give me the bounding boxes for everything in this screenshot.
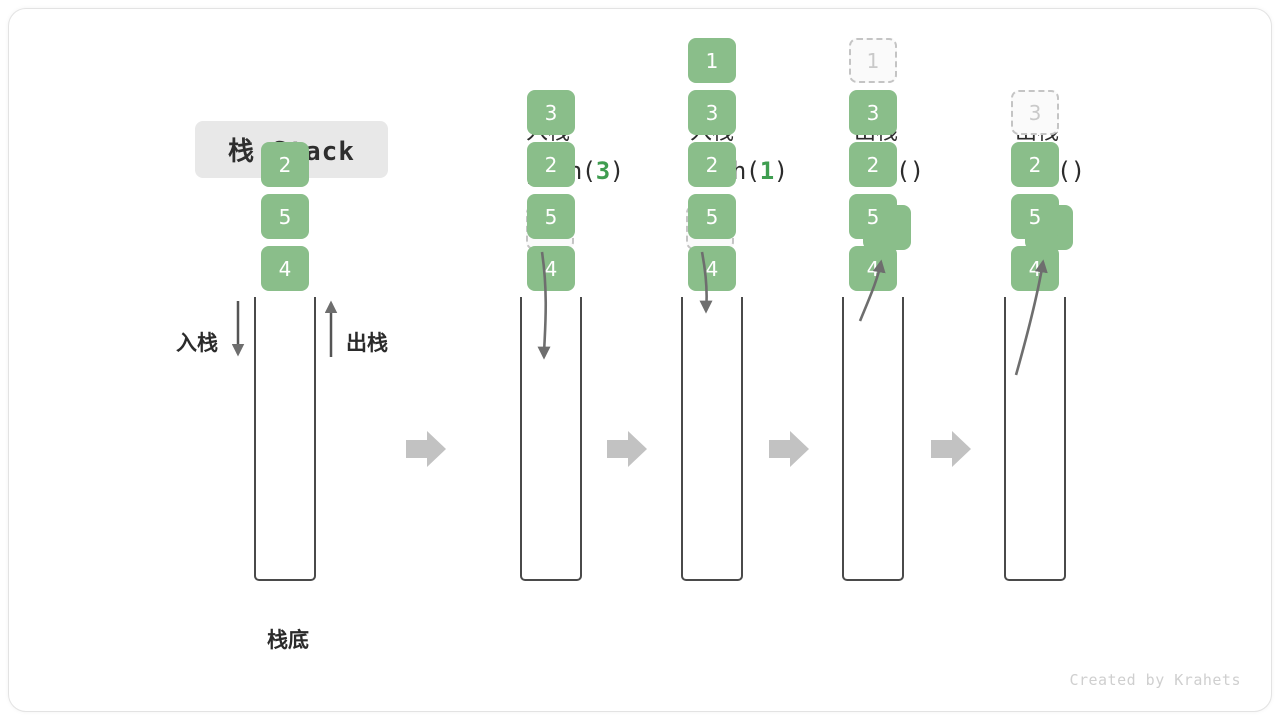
- code-arg: 1: [759, 157, 774, 185]
- label-stack-bottom: 栈底: [267, 628, 309, 652]
- stack-cell: 4: [527, 246, 575, 291]
- stage-connector-icon: [769, 431, 809, 467]
- code-suffix: ): [909, 157, 924, 185]
- stack-cell: 3: [849, 90, 897, 135]
- code-arg: 3: [595, 157, 610, 185]
- stack-cell: 5: [849, 194, 897, 239]
- stack-cell: 4: [261, 246, 309, 291]
- stack-wall: [1004, 297, 1066, 581]
- stack-cell: 2: [688, 142, 736, 187]
- stack-cell: 3: [527, 90, 575, 135]
- stack-cells: 4 5 2 3: [1011, 83, 1059, 291]
- stack-cell: 5: [688, 194, 736, 239]
- stack-cell: 2: [1011, 142, 1059, 187]
- stack-cells: 4 5 2 3 1: [688, 31, 736, 291]
- label-pop-side: 出栈: [346, 331, 388, 355]
- stack-wall: [520, 297, 582, 581]
- diagram-frame: 栈 Stack 栈顶 栈底 入栈 出栈 入栈 push(3) 入栈 push(1…: [8, 8, 1272, 712]
- stage-connector-icon: [607, 431, 647, 467]
- stack-cells: 4 5 2: [261, 135, 309, 291]
- code-suffix: ): [609, 157, 624, 185]
- stack-wall: [254, 297, 316, 581]
- stack-cells: 4 5 2 3 1: [849, 31, 897, 291]
- stack-cells: 4 5 2 3: [527, 83, 575, 291]
- stack-wall: [842, 297, 904, 581]
- stack-cell: 5: [1011, 194, 1059, 239]
- stack-cell: 5: [261, 194, 309, 239]
- stack-wall: [681, 297, 743, 581]
- stack-cell: 2: [849, 142, 897, 187]
- label-push-side: 入栈: [176, 331, 218, 355]
- stack-cell: 2: [527, 142, 575, 187]
- stack-cell: 4: [688, 246, 736, 291]
- stack-cell: 3: [688, 90, 736, 135]
- stack-cell: 1: [688, 38, 736, 83]
- stack-cell-vacated: 3: [1011, 90, 1059, 135]
- stack-cell: 2: [261, 142, 309, 187]
- stack-cell: 4: [1011, 246, 1059, 291]
- stack-cell: 5: [527, 194, 575, 239]
- code-suffix: ): [773, 157, 788, 185]
- code-suffix: ): [1070, 157, 1085, 185]
- stage-connector-icon: [931, 431, 971, 467]
- stack-cell: 4: [849, 246, 897, 291]
- stage-connector-icon: [406, 431, 446, 467]
- stack-cell-vacated: 1: [849, 38, 897, 83]
- footer-credit: Created by Krahets: [1069, 671, 1241, 689]
